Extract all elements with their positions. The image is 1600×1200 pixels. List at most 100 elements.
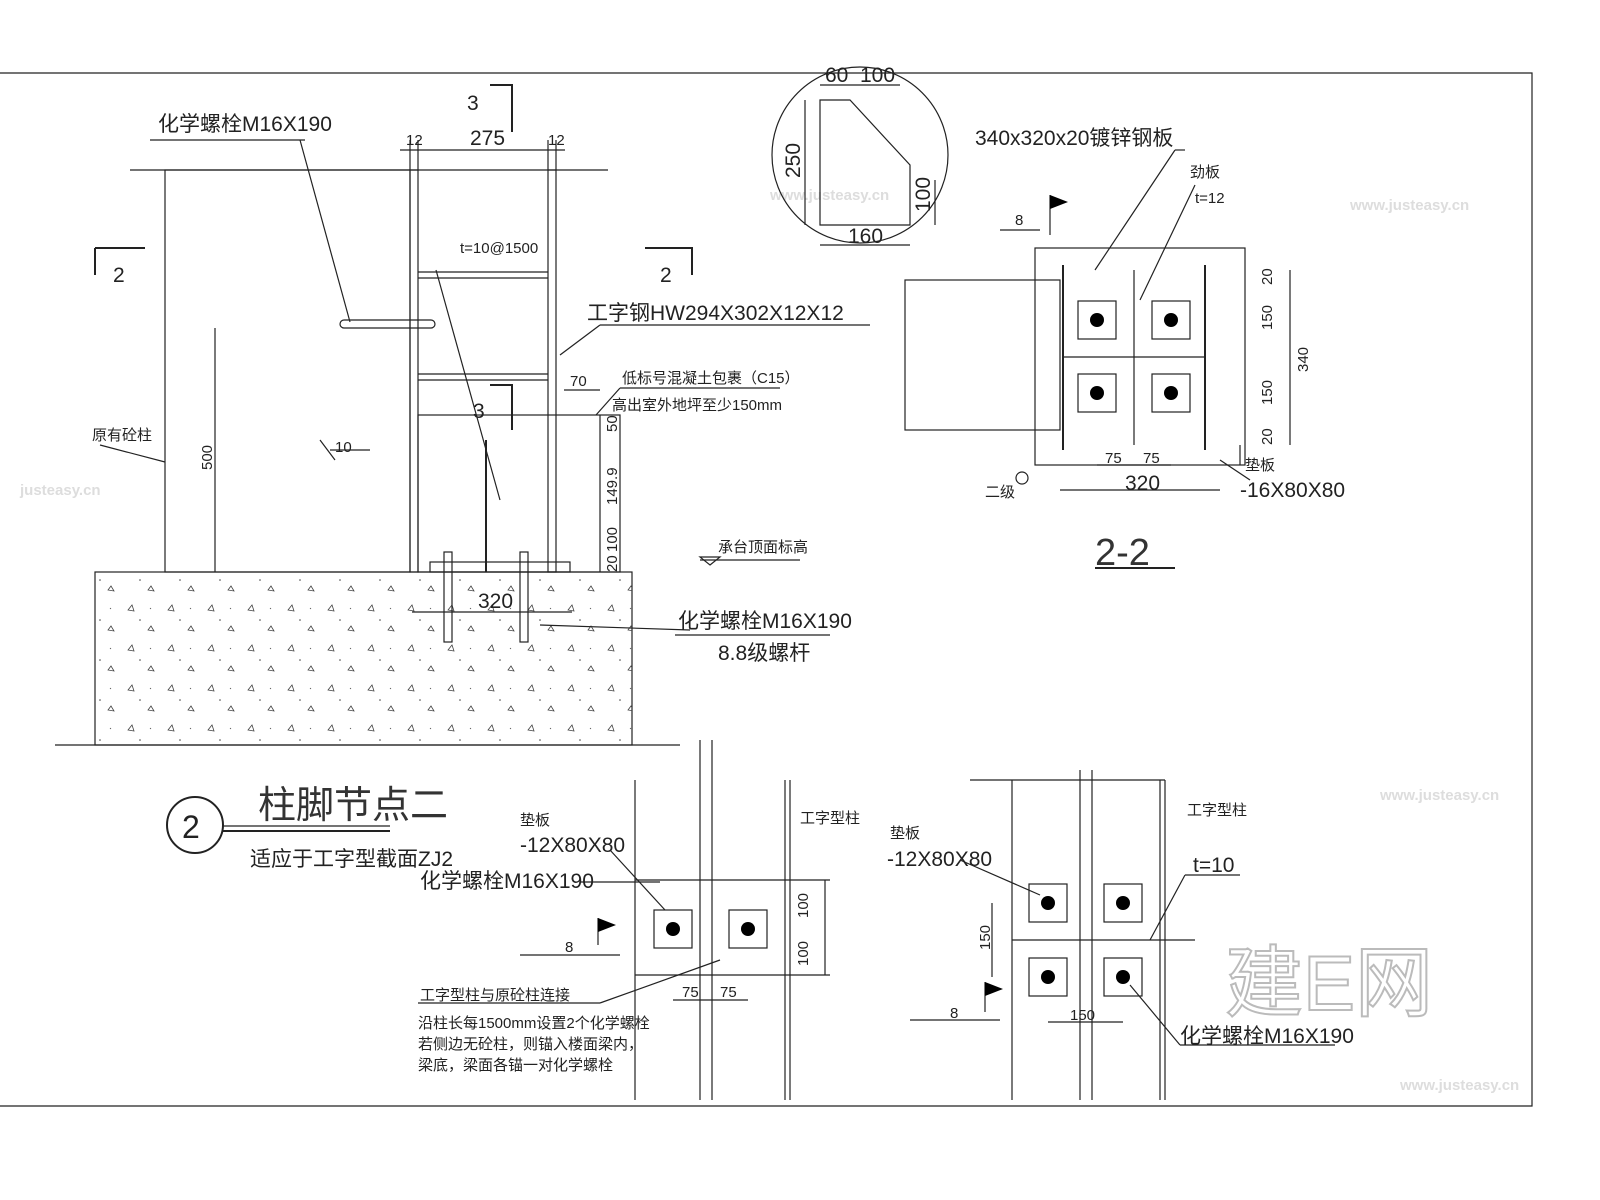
label: 8: [1015, 212, 1023, 229]
steel-flange-left: [409, 169, 419, 573]
label: 二级: [985, 484, 1015, 501]
label: 化学螺栓M16X190: [678, 610, 852, 633]
label: 70: [570, 373, 587, 390]
label: 100: [795, 941, 812, 966]
base-plate: [429, 561, 571, 573]
steel-flange-right: [547, 169, 557, 573]
label: 20: [604, 555, 621, 572]
label: 化学螺栓M16X190: [158, 113, 332, 136]
watermark-logo: 建E网: [1225, 939, 1433, 1027]
label: 2: [113, 264, 125, 287]
label: 100: [604, 527, 621, 552]
bolt: [1041, 970, 1055, 984]
label: t=12: [1195, 190, 1225, 207]
label: 150: [977, 925, 994, 950]
bolt: [1164, 313, 1178, 327]
label: 低标号混凝土包裹（C15）: [622, 370, 800, 387]
plan-view-right: 垫板 -12X80X80 工字型柱 t=10 150 150 8 化学螺栓M16…: [887, 770, 1354, 1100]
plan-view-left: 垫板 -12X80X80 工字型柱 化学螺栓M16X190 8 100 100 …: [418, 740, 860, 1100]
watermark-pattern: www.justeasy.cn www.justeasy.cn justeasy…: [19, 187, 1499, 804]
label: 250: [782, 143, 805, 178]
section-markers: [94, 84, 693, 430]
stiffener-plate-detail: 60 100 250 100 160: [771, 64, 949, 248]
detail-number-circle: [166, 796, 224, 854]
main-detail-labels: 化学螺栓M16X190 3 3 2 2 12 275 12 t=10@1500 …: [92, 92, 852, 871]
label: 75: [1143, 450, 1160, 467]
label: 12: [548, 132, 565, 149]
label: 3: [467, 92, 479, 115]
label: 承台顶面标高: [718, 539, 808, 556]
detail-subtitle: 适应于工字型截面ZJ2: [250, 848, 453, 871]
label: 垫板: [520, 811, 550, 829]
label: 320: [1125, 472, 1160, 495]
label: 75: [720, 984, 737, 1001]
column-foot-detail: [55, 84, 870, 854]
flag-icon: [985, 982, 1003, 996]
existing-concrete-column: [164, 169, 411, 573]
label: -12X80X80: [887, 848, 992, 871]
label: 12: [406, 132, 423, 149]
bolt: [1164, 386, 1178, 400]
label: 340x320x20镀锌钢板: [975, 127, 1173, 150]
label: 3: [473, 400, 485, 423]
label: 50: [604, 415, 621, 432]
label: 150: [1259, 305, 1276, 330]
bolt: [1041, 896, 1055, 910]
label: 2: [660, 264, 672, 287]
label: 60: [825, 64, 848, 87]
bolt: [1116, 970, 1130, 984]
label: -12X80X80: [520, 834, 625, 857]
label: 100: [912, 177, 935, 212]
label: 75: [682, 984, 699, 1001]
label: 320: [478, 590, 513, 613]
label: 高出室外地坪至少150mm: [612, 397, 782, 414]
detail-title: 柱脚节点二: [258, 785, 448, 827]
label: 垫板: [1245, 456, 1275, 474]
svg-text:justeasy.cn: justeasy.cn: [19, 482, 101, 499]
label: 垫板: [890, 824, 920, 842]
chemical-bolt: [339, 319, 436, 329]
section-title: 2-2: [1095, 532, 1150, 574]
label: 化学螺栓M16X190: [1180, 1025, 1354, 1048]
bolt: [1090, 313, 1104, 327]
drawing-frame: [0, 72, 1533, 1107]
label: 150: [1070, 1007, 1095, 1024]
bolt: [1090, 386, 1104, 400]
label: 340: [1295, 347, 1312, 372]
note-line: 沿柱长每1500mm设置2个化学螺栓: [418, 1015, 650, 1032]
label: t=10: [1193, 854, 1234, 877]
note-line: 若侧边无砼柱，则锚入楼面梁内，: [418, 1036, 643, 1053]
label: 原有砼柱: [92, 427, 152, 444]
label: 工字钢HW294X302X12X12: [587, 302, 844, 325]
label: 500: [199, 445, 216, 470]
flag-icon: [1050, 195, 1068, 209]
svg-text:www.justeasy.cn: www.justeasy.cn: [1349, 197, 1469, 214]
label: 275: [470, 127, 505, 150]
label: 劲板: [1190, 163, 1220, 181]
bolt: [1116, 896, 1130, 910]
label: 160: [848, 225, 883, 248]
note-line: 梁底，梁面各锚一对化学螺栓: [418, 1057, 613, 1074]
label: 150: [1259, 380, 1276, 405]
bolt: [741, 922, 755, 936]
bolt: [666, 922, 680, 936]
concrete-encasement: [417, 414, 621, 573]
label: 工字型柱: [1187, 802, 1247, 819]
label: 化学螺栓M16X190: [420, 870, 594, 893]
note-title: 工字型柱与原砼柱连接: [420, 987, 570, 1004]
label: 工字型柱: [800, 810, 860, 827]
label: 8: [565, 939, 573, 956]
label: 149.9: [604, 467, 621, 505]
label: 20: [1259, 268, 1276, 285]
watermark-site: www.justeasy.cn: [1399, 1077, 1519, 1094]
label: 75: [1105, 450, 1122, 467]
label: 8.8级螺杆: [718, 642, 810, 665]
svg-text:www.justeasy.cn: www.justeasy.cn: [1379, 787, 1499, 804]
label: -16X80X80: [1240, 479, 1345, 502]
weld-symbol-icon: [319, 439, 370, 461]
label: 100: [795, 893, 812, 918]
label: 100: [860, 64, 895, 87]
detail-number: 2: [182, 809, 200, 845]
anchor-bolt: [443, 551, 453, 643]
